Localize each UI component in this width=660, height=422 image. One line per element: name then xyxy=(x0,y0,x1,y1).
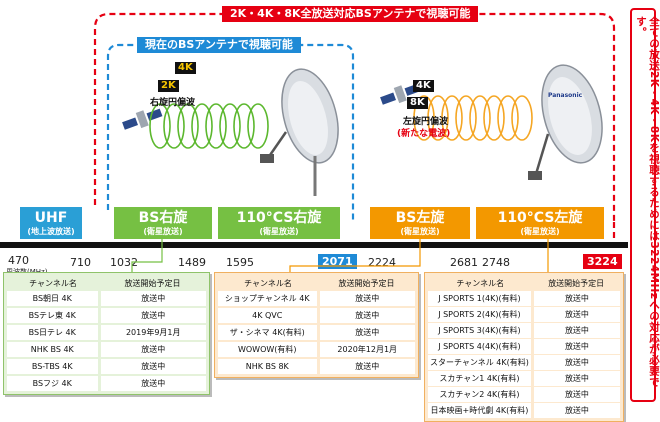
table-cs-left: チャンネル名 放送開始予定日 J SPORTS 1(4K)(有料)放送中 J S… xyxy=(424,272,624,422)
connector-lines xyxy=(131,239,549,272)
freq-470: 470 xyxy=(8,254,29,267)
vertical-note: 全ての放送2K・4K・8Kを視聴するためには3224MHzへの対応が必要です。 xyxy=(635,16,660,388)
band-uhf: UHF(地上波放送) xyxy=(20,207,82,239)
band-bs-right: BS右旋(衛星放送) xyxy=(114,207,212,239)
band-cs-right: 110°CS右旋(衛星放送) xyxy=(218,207,340,239)
frequency-axis xyxy=(0,242,628,248)
freq-3224: 3224 xyxy=(583,254,622,269)
table-row: J SPORTS 1(4K)(有料)放送中 xyxy=(428,291,620,306)
freq-710: 710 xyxy=(70,256,91,269)
freq-2681: 2681 xyxy=(450,256,478,269)
freq-1489: 1489 xyxy=(178,256,206,269)
band-bs-left: BS左旋(衛星放送) xyxy=(370,207,470,239)
badge-right-4k: 4K xyxy=(413,80,434,92)
green-header-date: 放送開始予定日 xyxy=(124,279,181,288)
mid-header-channel: チャンネル名 xyxy=(244,279,292,288)
left-circular-wave-illustration xyxy=(380,64,603,180)
new-wave-label: (新たな電波) xyxy=(397,129,451,139)
table-row: スカチャン2 4K(有料)放送中 xyxy=(428,387,620,402)
mid-header-date: 放送開始予定日 xyxy=(338,279,395,288)
table-row: J SPORTS 3(4K)(有料)放送中 xyxy=(428,323,620,338)
table-row: スターチャンネル 4K(有料)放送中 xyxy=(428,355,620,370)
table-row: J SPORTS 2(4K)(有料)放送中 xyxy=(428,307,620,322)
table-row: 日本映画+時代劇 4K(有料)放送中 xyxy=(428,403,620,418)
right-circular-wave-illustration xyxy=(122,68,339,196)
badge-left-4k: 4K xyxy=(175,62,196,74)
freq-2748: 2748 xyxy=(482,256,510,269)
band-cs-left: 110°CS左旋(衛星放送) xyxy=(476,207,604,239)
table-row: ザ・シネマ 4K(有料)放送中 xyxy=(218,325,415,340)
table-row: スカチャン1 4K(有料)放送中 xyxy=(428,371,620,386)
freq-1595: 1595 xyxy=(226,256,254,269)
right-polarization-label: 左旋円偏波 xyxy=(403,117,449,127)
freq-1032: 1032 xyxy=(110,256,138,269)
current-antenna-title: 現在のBSアンテナで視聴可能 xyxy=(137,37,301,53)
badge-left-2k: 2K xyxy=(158,80,179,92)
table-row: WOWOW(有料)2020年12月1月 xyxy=(218,342,415,357)
dish-brand: Panasonic xyxy=(548,92,583,99)
left-polarization-label: 右旋円偏波 xyxy=(150,98,196,108)
all-broadcast-title: 2K・4K・8K全放送対応BSアンテナで視聴可能 xyxy=(222,6,479,22)
right-header-date: 放送開始予定日 xyxy=(548,279,605,288)
green-header-channel: チャンネル名 xyxy=(29,279,77,288)
vertical-note-box xyxy=(630,8,656,402)
badge-right-8k: 8K xyxy=(407,97,428,109)
table-row: J SPORTS 4(4K)(有料)放送中 xyxy=(428,339,620,354)
right-header-channel: チャンネル名 xyxy=(456,279,505,288)
freq-2071: 2071 xyxy=(318,254,357,269)
